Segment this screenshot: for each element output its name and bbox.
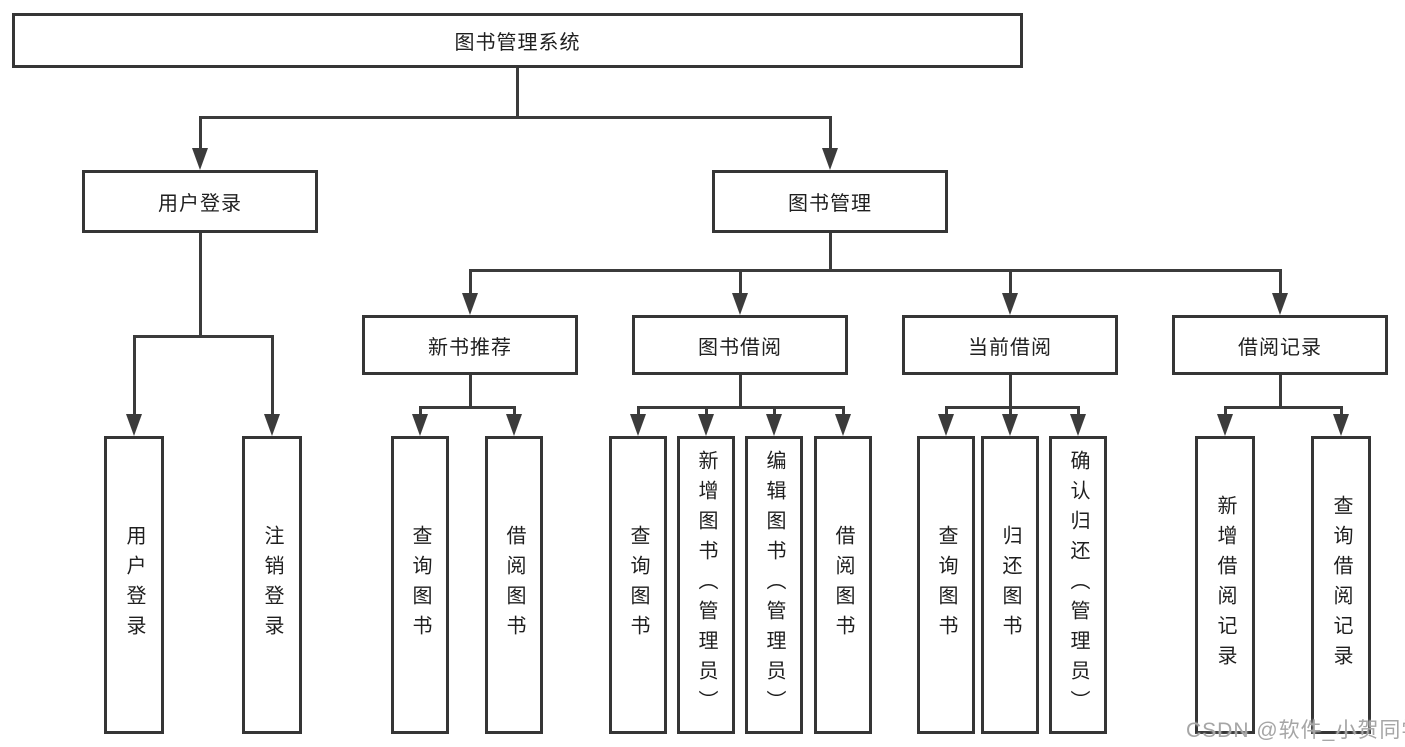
edge-line (739, 375, 742, 409)
node-label: 用户登录 (158, 193, 242, 215)
node-label: 借阅图书 (503, 525, 525, 645)
node-label: 图书管理系统 (454, 32, 581, 54)
node-borrowing-records: 借阅记录 (1172, 315, 1388, 375)
leaf-recommend-query-books: 查询图书 (391, 436, 449, 734)
edge-line (199, 116, 202, 152)
leaf-logout: 注销登录 (242, 436, 302, 734)
node-label: 查询图书 (409, 525, 431, 645)
edge-line (1009, 269, 1012, 296)
node-root-system: 图书管理系统 (12, 13, 1023, 68)
edge-line (1009, 375, 1012, 409)
arrowhead-down (732, 293, 748, 315)
edge-line (1340, 406, 1343, 417)
edge-line (1224, 406, 1343, 409)
edge-line (133, 335, 274, 338)
edge-line (705, 406, 708, 417)
node-label: 注销登录 (261, 525, 283, 645)
arrowhead-down (1333, 414, 1349, 436)
edge-line (469, 375, 472, 409)
arrowhead-down (1217, 414, 1233, 436)
node-label: 确认归还（管理员） (1067, 450, 1089, 720)
edge-line (829, 116, 832, 152)
edge-line (829, 233, 832, 272)
arrowhead-down (835, 414, 851, 436)
node-label: 查询借阅记录 (1330, 495, 1352, 675)
edge-line (842, 406, 845, 417)
edge-line (1009, 406, 1012, 417)
arrowhead-down (462, 293, 478, 315)
edge-line (513, 406, 516, 417)
edge-line (419, 406, 422, 417)
edge-line (945, 406, 948, 417)
node-user-login: 用户登录 (82, 170, 318, 233)
edge-line (773, 406, 776, 417)
leaf-return-books: 归还图书 (981, 436, 1039, 734)
leaf-add-borrow-record: 新增借阅记录 (1195, 436, 1255, 734)
arrowhead-down (630, 414, 646, 436)
edge-line (1279, 269, 1282, 296)
leaf-edit-books-admin: 编辑图书（管理员） (745, 436, 803, 734)
edge-line (945, 406, 1080, 409)
arrowhead-down (126, 414, 142, 436)
leaf-add-books-admin: 新增图书（管理员） (677, 436, 735, 734)
edge-line (516, 68, 519, 119)
leaf-query-borrow-record: 查询借阅记录 (1311, 436, 1371, 734)
edge-line (469, 269, 472, 296)
node-label: 用户登录 (123, 525, 145, 645)
node-book-borrowing: 图书借阅 (632, 315, 848, 375)
edge-line (199, 116, 832, 119)
leaf-recommend-borrow-books: 借阅图书 (485, 436, 543, 734)
node-label: 借阅图书 (832, 525, 854, 645)
node-label: 查询图书 (627, 525, 649, 645)
edge-line (419, 406, 516, 409)
edge-line (469, 269, 1282, 272)
edge-line (199, 233, 202, 338)
arrowhead-down (938, 414, 954, 436)
node-current-borrowing: 当前借阅 (902, 315, 1118, 375)
leaf-confirm-return-admin: 确认归还（管理员） (1049, 436, 1107, 734)
arrowhead-down (412, 414, 428, 436)
node-label: 查询图书 (935, 525, 957, 645)
node-label: 图书管理 (788, 193, 872, 215)
leaf-current-query-books: 查询图书 (917, 436, 975, 734)
edge-line (1077, 406, 1080, 417)
arrowhead-down (1002, 293, 1018, 315)
edge-line (739, 269, 742, 296)
edge-line (271, 335, 274, 417)
node-label: 借阅记录 (1238, 336, 1322, 359)
arrowhead-down (822, 148, 838, 170)
arrowhead-down (1070, 414, 1086, 436)
node-label: 当前借阅 (968, 336, 1052, 359)
node-book-management: 图书管理 (712, 170, 948, 233)
arrowhead-down (766, 414, 782, 436)
edge-line (637, 406, 845, 409)
arrowhead-down (506, 414, 522, 436)
edge-line (133, 335, 136, 417)
node-label: 编辑图书（管理员） (763, 450, 785, 720)
node-label: 新增借阅记录 (1214, 495, 1236, 675)
arrowhead-down (264, 414, 280, 436)
arrowhead-down (1002, 414, 1018, 436)
arrowhead-down (1272, 293, 1288, 315)
edge-line (1224, 406, 1227, 417)
node-label: 新增图书（管理员） (695, 450, 717, 720)
leaf-borrowing-borrow-books: 借阅图书 (814, 436, 872, 734)
edge-line (637, 406, 640, 417)
watermark: CSDN @软件_小贺同学 (1186, 719, 1405, 742)
node-label: 归还图书 (999, 525, 1021, 645)
leaf-borrowing-query-books: 查询图书 (609, 436, 667, 734)
node-label: 新书推荐 (428, 336, 512, 359)
arrowhead-down (698, 414, 714, 436)
node-label: 图书借阅 (698, 336, 782, 359)
edge-line (1279, 375, 1282, 409)
arrowhead-down (192, 148, 208, 170)
node-new-book-recommend: 新书推荐 (362, 315, 578, 375)
leaf-user-login: 用户登录 (104, 436, 164, 734)
